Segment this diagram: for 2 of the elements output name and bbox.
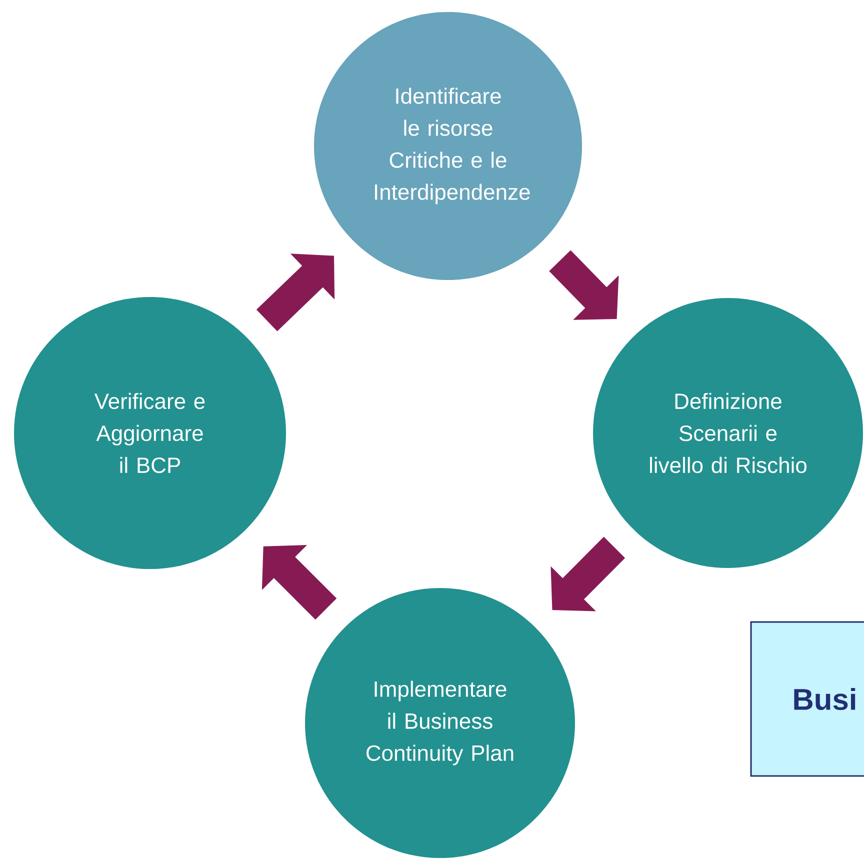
title-box: Busi	[750, 621, 864, 777]
block-arrow	[549, 250, 619, 320]
